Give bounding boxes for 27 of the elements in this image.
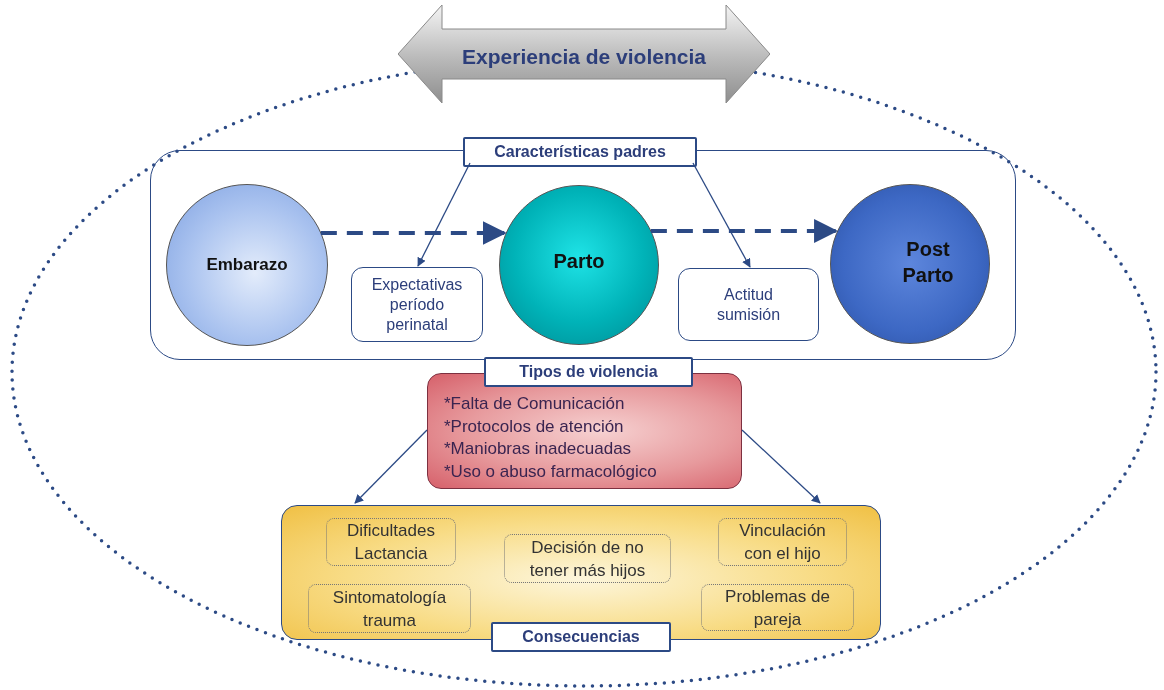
arrow: [320, 221, 507, 245]
consequence-text: Dificultades Lactancia: [346, 520, 436, 565]
arrow: [650, 219, 839, 243]
factor-text: Expectativas período perinatal: [370, 274, 464, 335]
consequence-text: Vinculación con el hijo: [738, 520, 827, 565]
stage-label: Post Parto: [901, 237, 955, 288]
consequence-text: Sintomatología trauma: [331, 586, 448, 632]
double-arrow-banner: [398, 5, 770, 103]
heading-tab: Tipos de violencia: [484, 357, 693, 387]
list-item: *Protocolos de atención: [444, 416, 624, 437]
heading-tab: Consecuencias: [491, 622, 671, 652]
heading-tab: Características padres: [463, 137, 697, 167]
arrow: [692, 162, 751, 268]
consequence-text: Problemas de pareja: [724, 585, 831, 631]
stage-label: Embarazo: [206, 254, 288, 276]
stage-label: Parto: [553, 249, 605, 274]
list-item: *Falta de Comunicación: [444, 394, 625, 414]
factor-box: [351, 267, 483, 342]
banner-title: Experiencia de violencia: [461, 45, 707, 69]
arrow: [417, 162, 471, 267]
consequence-text: Decisión de no tener más hijos: [528, 536, 647, 582]
list-item: *Maniobras inadecuadas: [444, 439, 632, 459]
list-item: *Uso o abuso farmacológico: [444, 461, 657, 482]
factor-box: [678, 268, 819, 341]
arrow: [741, 429, 821, 504]
factor-text: Actitud sumisión: [715, 284, 782, 325]
arrow: [354, 429, 428, 504]
